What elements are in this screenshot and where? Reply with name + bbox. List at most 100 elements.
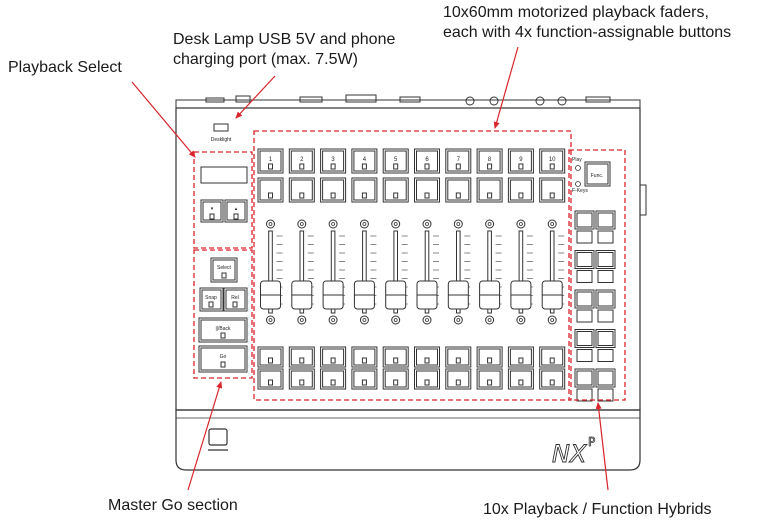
fader-knob[interactable] xyxy=(510,280,532,310)
playback-bottom-button[interactable] xyxy=(445,368,472,390)
fader-knob[interactable] xyxy=(353,280,375,310)
brand-logo-superscript: P xyxy=(588,435,595,449)
playback-bottom-button[interactable] xyxy=(539,368,566,390)
playback-top-button[interactable] xyxy=(445,148,472,174)
hybrid-button[interactable] xyxy=(574,368,595,402)
playback-column: 9 xyxy=(507,148,534,390)
faders-arrow xyxy=(493,46,519,129)
playback-bottom-button[interactable] xyxy=(476,346,503,368)
playback-bottom-button[interactable] xyxy=(414,346,440,368)
playback-top-button[interactable] xyxy=(351,148,378,174)
playback-bottom-button[interactable] xyxy=(507,368,534,390)
hybrid-button[interactable] xyxy=(595,329,616,362)
playback-bottom-button[interactable] xyxy=(288,368,315,390)
page-up-button[interactable] xyxy=(224,199,248,223)
playback-bottom-button[interactable] xyxy=(320,368,347,390)
back-button[interactable] xyxy=(198,317,248,343)
playback-top-button[interactable] xyxy=(320,148,347,174)
playback-bottom-button[interactable] xyxy=(288,346,315,368)
fader-knob[interactable] xyxy=(260,280,281,310)
playback-second-button[interactable] xyxy=(445,177,472,203)
select-button-label: Select xyxy=(217,265,232,271)
snap-button[interactable] xyxy=(199,287,224,312)
hybrid-button[interactable] xyxy=(595,289,616,323)
playback-bottom-button[interactable] xyxy=(507,346,534,368)
desk-lamp-callout: Desk Lamp USB 5V and phone charging port… xyxy=(173,31,396,68)
fader-top-screw-icon xyxy=(297,219,307,229)
fader-bottom-screw-icon xyxy=(266,315,275,325)
playback-top-button[interactable] xyxy=(414,148,440,174)
hybrids-highlight xyxy=(568,149,626,401)
master-go-arrow xyxy=(187,381,223,491)
hybrid-button[interactable] xyxy=(574,210,595,244)
playback-top-button[interactable] xyxy=(507,148,534,174)
playback-number-label: 10 xyxy=(549,157,556,163)
hybrid-buttons xyxy=(574,210,616,402)
playback-top-button[interactable] xyxy=(257,148,284,174)
page-down-button[interactable] xyxy=(200,199,224,223)
fader-knob[interactable] xyxy=(479,280,501,310)
back-button-label: ||/Back xyxy=(215,326,231,332)
playback-bottom-button[interactable] xyxy=(257,346,284,368)
playback-bottom-button[interactable] xyxy=(382,368,409,390)
playback-top-button[interactable] xyxy=(476,148,503,174)
playback-second-button[interactable] xyxy=(288,177,315,203)
fader-track xyxy=(549,230,555,314)
fader-knob[interactable] xyxy=(541,280,563,310)
fader-knob[interactable] xyxy=(385,280,407,310)
playback-second-button[interactable] xyxy=(414,177,440,203)
fader-top-screw-icon xyxy=(266,219,275,229)
playback-second-button[interactable] xyxy=(539,177,566,203)
go-button[interactable] xyxy=(198,345,248,373)
playback-top-button[interactable] xyxy=(288,148,315,174)
playback-second-button[interactable] xyxy=(351,177,378,203)
playback-bottom-button[interactable] xyxy=(320,346,347,368)
fkeys-mode-label: F-Keys xyxy=(572,188,588,194)
playback-bottom-button[interactable] xyxy=(351,346,378,368)
fader-knob[interactable] xyxy=(416,280,438,310)
playback-bottom-button[interactable] xyxy=(382,346,409,368)
playback-second-button[interactable] xyxy=(476,177,503,203)
playback-column: 10 xyxy=(539,148,566,390)
master-go-callout: Master Go section xyxy=(108,497,238,514)
func-button-label: Func. xyxy=(591,173,604,179)
playback-second-button[interactable] xyxy=(507,177,534,203)
usb-port[interactable] xyxy=(213,123,229,132)
playback-column: 3 xyxy=(320,148,347,390)
fader-track xyxy=(424,230,430,314)
playback-second-button[interactable] xyxy=(320,177,347,203)
playback-bottom-button[interactable] xyxy=(445,346,472,368)
fader-top-screw-icon xyxy=(391,219,401,229)
fader-top-screw-icon xyxy=(328,219,338,229)
fader-knob[interactable] xyxy=(291,280,313,310)
hybrid-button[interactable] xyxy=(595,210,616,244)
hybrid-button[interactable] xyxy=(574,329,595,362)
fader-knob[interactable] xyxy=(322,280,344,310)
fader-track xyxy=(456,230,461,314)
page-down-label: ▾ xyxy=(211,206,214,212)
playback-bottom-button[interactable] xyxy=(539,346,566,368)
playback-bottom-button[interactable] xyxy=(476,368,503,390)
hybrid-button[interactable] xyxy=(574,289,595,323)
playback-column: 5 xyxy=(382,148,409,390)
playback-second-button[interactable] xyxy=(257,177,284,203)
playback-bottom-button[interactable] xyxy=(414,368,440,390)
playback-bottom-button[interactable] xyxy=(257,368,284,390)
hybrid-button[interactable] xyxy=(595,368,616,402)
fader-bottom-screw-icon xyxy=(328,315,338,325)
playback-column: 4 xyxy=(351,148,378,390)
hybrid-button[interactable] xyxy=(574,250,595,283)
playback-top-button[interactable] xyxy=(382,148,409,174)
playback-bottom-button[interactable] xyxy=(351,368,378,390)
fader-track xyxy=(518,230,524,314)
select-button[interactable] xyxy=(210,257,238,283)
rel-button[interactable] xyxy=(223,287,248,312)
playback-column: 2 xyxy=(288,148,315,390)
fader-bottom-screw-icon xyxy=(391,315,401,325)
playback-top-button[interactable] xyxy=(539,148,566,174)
func-button[interactable] xyxy=(584,161,611,187)
faders-highlight xyxy=(253,130,572,401)
hybrid-button[interactable] xyxy=(595,250,616,283)
playback-second-button[interactable] xyxy=(382,177,409,203)
fader-knob[interactable] xyxy=(447,280,469,310)
